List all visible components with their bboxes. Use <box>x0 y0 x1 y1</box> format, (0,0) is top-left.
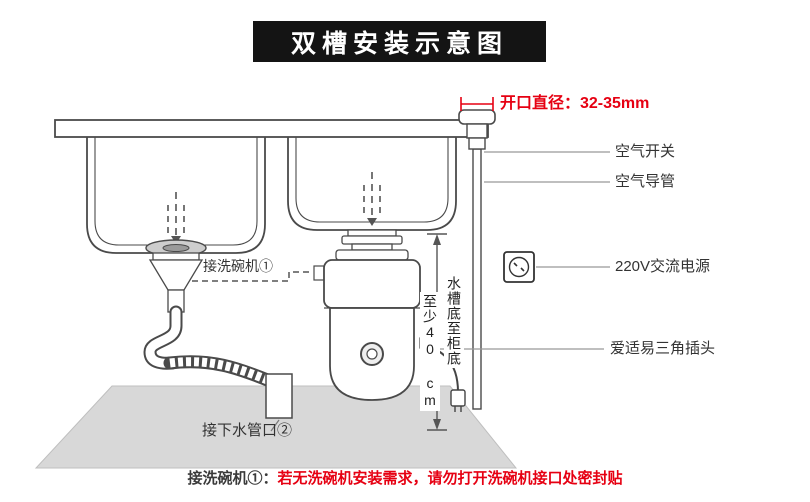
garbage-disposal-unit <box>313 229 429 401</box>
footer-note-body: 若无洗碗机安装需求，请勿打开洗碗机接口处密封贴 <box>277 470 623 487</box>
drain-trap-pipe <box>143 305 277 388</box>
label-sink-bottom-to-cabinet: 水槽底至柜底 <box>444 274 464 368</box>
opening-diameter-bracket <box>460 97 494 111</box>
label-min-clearance: 至少40 cm <box>420 292 440 411</box>
dishwasher-hose-dashed-line <box>192 271 313 282</box>
left-sink-strainer <box>145 239 207 313</box>
label-dishwasher-connection: 接洗碗机① <box>203 258 273 274</box>
air-switch-button <box>458 109 496 150</box>
power-outlet <box>503 251 535 283</box>
footer-note: 接洗碗机①：若无洗碗机安装需求，请勿打开洗碗机接口处密封贴 <box>0 467 810 488</box>
footer-note-prefix: 接洗碗机①： <box>187 470 278 487</box>
leader-lines <box>432 151 610 350</box>
label-opening-diameter: 开口直径：32-35mm <box>500 95 650 112</box>
water-spray-right-icon <box>363 172 381 226</box>
diagram-title: 双槽安装示意图 <box>253 21 546 62</box>
label-air-switch: 空气开关 <box>615 143 676 160</box>
countertop <box>54 119 489 138</box>
floor-drain-pipe <box>265 373 293 432</box>
label-air-duct: 空气导管 <box>615 173 676 190</box>
label-triangle-plug: 爱适易三角插头 <box>610 340 716 357</box>
label-ac-power: 220V交流电源 <box>615 258 711 275</box>
right-sink-basin <box>287 137 457 231</box>
label-drain-outlet: 接下水管口② <box>202 422 293 439</box>
air-duct-tube <box>472 148 482 410</box>
